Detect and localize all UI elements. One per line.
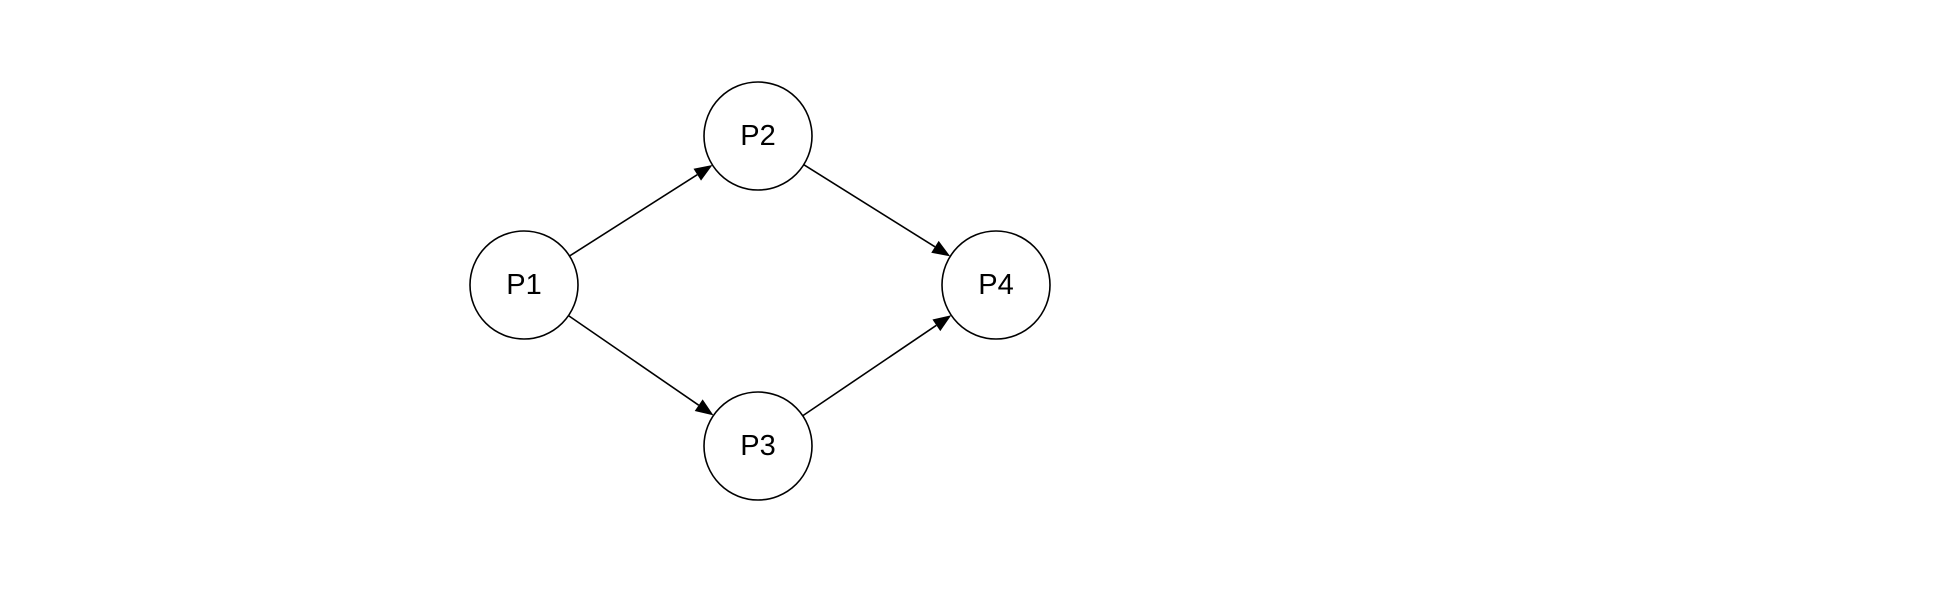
node-p1: P1 xyxy=(469,230,579,340)
node-p3: P3 xyxy=(703,391,813,501)
node-label: P3 xyxy=(740,430,775,462)
node-label: P4 xyxy=(978,269,1013,301)
node-p2: P2 xyxy=(703,81,813,191)
edge-p3-to-p4 xyxy=(802,315,952,417)
node-label: P1 xyxy=(506,269,541,301)
edge-line xyxy=(569,173,698,257)
node-circle xyxy=(703,81,813,191)
node-circle xyxy=(703,391,813,501)
node-circle xyxy=(941,230,1051,340)
edge-line xyxy=(568,314,700,406)
edge-p2-to-p4 xyxy=(803,163,951,257)
edge-line xyxy=(802,324,937,417)
edges-layer xyxy=(568,163,952,417)
node-circle xyxy=(469,230,579,340)
arrowhead-icon xyxy=(932,315,952,332)
arrowhead-icon xyxy=(693,165,713,181)
edge-p1-to-p2 xyxy=(569,165,713,257)
arrowhead-icon xyxy=(694,399,714,416)
node-p4: P4 xyxy=(941,230,1051,340)
node-label: P2 xyxy=(740,120,775,152)
arrowhead-icon xyxy=(931,240,951,257)
edge-p1-to-p3 xyxy=(568,314,714,416)
edge-line xyxy=(803,163,936,248)
